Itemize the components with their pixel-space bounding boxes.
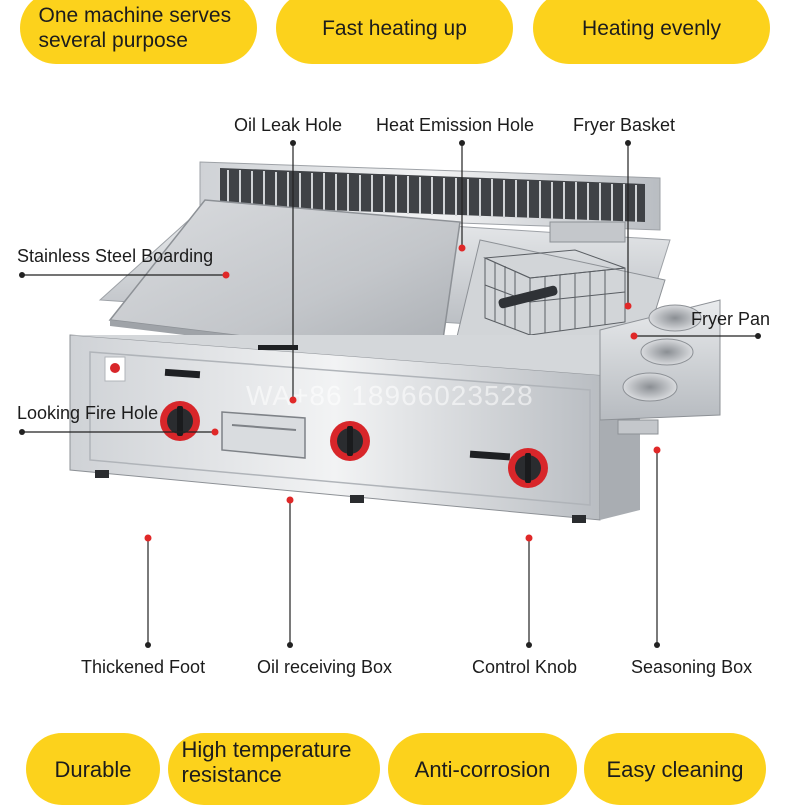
watermark: WA+86 18966023528 (246, 380, 534, 411)
feature-text: One machine serves several purpose (38, 4, 232, 52)
feature-text: Heating evenly (582, 16, 721, 40)
feature-text: Durable (54, 756, 132, 782)
label-seasoning-box: Seasoning Box (631, 657, 753, 677)
knob-left (160, 401, 200, 441)
label-heat-emission-hole: Heat Emission Hole (376, 115, 535, 135)
knob-middle (330, 421, 370, 461)
label-oil-leak-hole: Oil Leak Hole (234, 115, 343, 135)
feature-text: Easy cleaning (606, 756, 744, 782)
feature-text: Fast heating up (322, 16, 467, 40)
label-fryer-pan: Fryer Pan (691, 309, 771, 329)
feature-pill-fast-heating: Fast heating up (276, 0, 513, 64)
feature-pill-multipurpose: One machine serves several purpose (20, 0, 257, 64)
feature-text: High temperature resistance (181, 737, 352, 787)
feature-text: Anti-corrosion (414, 756, 551, 782)
feature-pill-heating-evenly: Heating evenly (533, 0, 770, 64)
feature-pill-easy-cleaning: Easy cleaning (584, 733, 766, 805)
label-looking-fire-hole: Looking Fire Hole (17, 403, 159, 423)
label-stainless-steel-boarding: Stainless Steel Boarding (17, 246, 214, 266)
feature-pill-durable: Durable (26, 733, 160, 805)
label-oil-receiving-box: Oil receiving Box (257, 657, 393, 677)
label-control-knob: Control Knob (472, 657, 578, 677)
label-fryer-basket: Fryer Basket (573, 115, 676, 135)
feature-pill-anti-corrosion: Anti-corrosion (388, 733, 577, 805)
label-thickened-foot: Thickened Foot (81, 657, 206, 677)
feature-pill-high-temperature: High temperature resistance (168, 733, 380, 805)
knob-right (508, 448, 548, 488)
